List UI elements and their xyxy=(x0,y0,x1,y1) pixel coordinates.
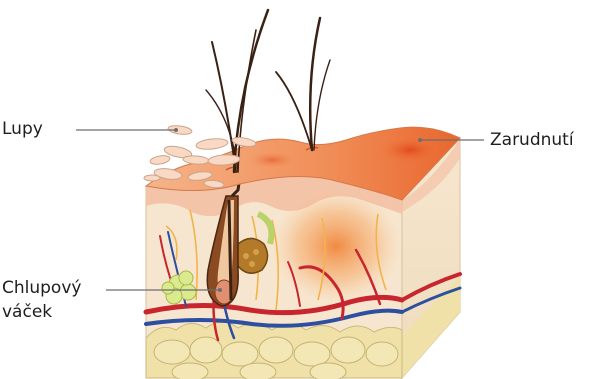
label-dandruff: Lupy xyxy=(2,118,43,140)
label-redness: Zarudnutí xyxy=(490,129,574,151)
label-follicle-line2: váček xyxy=(2,301,52,323)
dandruff-leader-dot xyxy=(174,128,178,132)
follicle-leader-dot xyxy=(218,288,222,292)
redness-leader-dot xyxy=(418,138,422,142)
label-follicle-line1: Chlupový xyxy=(2,277,81,299)
